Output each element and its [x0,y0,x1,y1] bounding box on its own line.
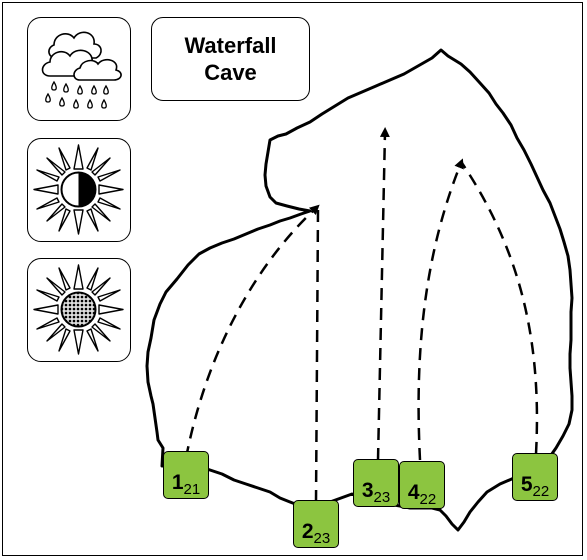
crag-title: Waterfall Cave [151,17,310,101]
condition-full-sun-box [27,258,131,362]
route-line-2 [314,209,320,503]
route-grade: 22 [532,483,550,500]
route-grade: 21 [183,481,201,498]
route-number: 2 [301,520,314,543]
route-line-1 [184,204,320,459]
condition-partial-sun-box [27,138,131,242]
route-number: 4 [407,481,420,504]
route-grade: 23 [313,530,331,547]
full-sun-icon [33,264,124,355]
route-grade: 22 [419,491,437,508]
route-number: 1 [171,471,184,494]
crag-title-line1: Waterfall [184,33,277,58]
cave-outline [145,48,574,532]
route-grade: 23 [373,489,391,506]
condition-rain-box [27,17,131,121]
route-number: 3 [361,479,374,502]
route-line-5 [460,162,539,455]
partial-sun-icon [33,144,124,235]
route-line-3 [376,127,390,461]
route-number: 5 [520,473,533,496]
rain-cloud-icon [41,31,122,109]
crag-title-line2: Cave [204,60,257,85]
route-line-4 [417,158,464,461]
